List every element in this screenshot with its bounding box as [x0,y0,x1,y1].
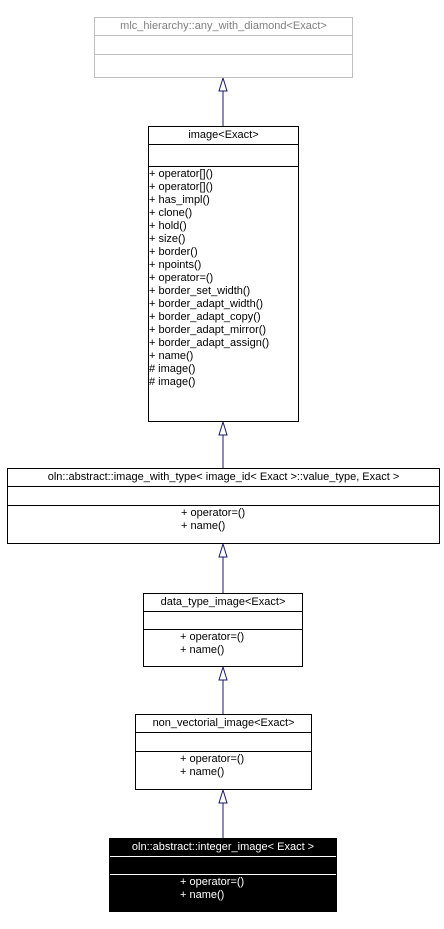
method: + border_adapt_assign() [149,337,270,349]
arrowhead-datatype [218,665,228,681]
class-attributes [144,611,302,629]
method: + operator=() [180,631,245,643]
class-title: image<Exact> [188,129,259,141]
class-attributes [136,732,311,751]
class-methods: + operator[]() + operator[]() + has_impl… [149,166,298,391]
method: + operator=() [180,876,245,888]
method: + name() [180,766,225,778]
method: + npoints() [149,259,202,271]
class-methods: + operator=() + name() [8,505,439,535]
method: + operator=() [149,272,214,284]
class-attributes [95,35,352,54]
method: + name() [181,520,226,532]
method: + name() [180,644,225,656]
arrowhead-imagewithtype [218,542,228,558]
class-any-with-diamond[interactable]: mlc_hierarchy::any_with_diamond<Exact> [94,17,353,78]
class-attributes [8,486,439,505]
class-image[interactable]: image<Exact> + operator[]() + operator[]… [148,126,299,422]
arrowhead-nonvectorial [218,788,228,804]
class-methods: + operator=() + name() [144,629,302,659]
class-attributes [110,856,336,874]
class-image-with-type[interactable]: oln::abstract::image_with_type< image_id… [7,468,440,544]
method: + clone() [149,207,193,219]
method: + size() [149,233,186,245]
method: + border_adapt_copy() [149,311,261,323]
method: + name() [149,350,194,362]
method: + border_adapt_mirror() [149,324,267,336]
class-title: mlc_hierarchy::any_with_diamond<Exact> [120,20,327,32]
method: + border_adapt_width() [149,298,264,310]
arrowhead-image [218,420,228,436]
class-methods [95,54,352,75]
method: + hold() [149,220,187,232]
class-non-vectorial-image[interactable]: non_vectorial_image<Exact> + operator=()… [135,714,312,790]
method: + border_set_width() [149,285,251,297]
method: + operator[]() [149,168,213,180]
method: + has_impl() [149,194,210,206]
class-integer-image[interactable]: oln::abstract::integer_image< Exact > + … [109,838,337,912]
method: + border() [149,246,198,258]
method: # image() [149,376,196,388]
class-title: non_vectorial_image<Exact> [152,717,295,729]
arrowhead-any [218,76,228,92]
class-title: data_type_image<Exact> [160,596,286,608]
class-data-type-image[interactable]: data_type_image<Exact> + operator=() + n… [143,593,303,667]
class-title: oln::abstract::integer_image< Exact > [131,841,315,853]
class-methods: + operator=() + name() [136,751,311,781]
class-methods: + operator=() + name() [110,874,336,904]
method: + operator=() [180,753,245,765]
class-title: oln::abstract::image_with_type< image_id… [47,471,400,483]
class-attributes [149,144,298,166]
method: + operator=() [181,507,246,519]
method: + name() [180,889,225,901]
method: # image() [149,363,196,375]
method: + operator[]() [149,181,213,193]
